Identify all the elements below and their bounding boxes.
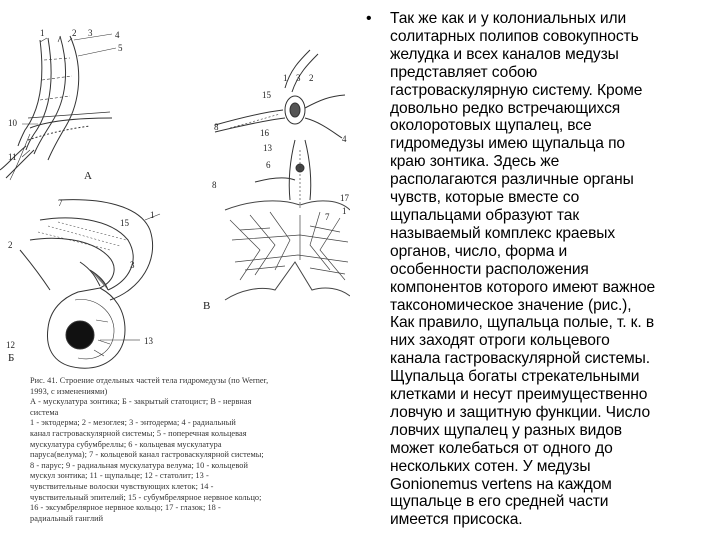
panel-v-label-13: 13: [263, 143, 272, 153]
panel-b-label-13: 13: [144, 336, 153, 346]
body-paragraph: Так же как и у колониальных или солитарн…: [390, 10, 656, 529]
panel-v-label-6: 6: [266, 160, 271, 170]
panel-v-label-4: 4: [342, 134, 347, 144]
panel-b-label-2: 2: [8, 240, 13, 250]
panel-v-label-1: 1: [283, 73, 288, 83]
panel-a-label-11: 11: [8, 152, 17, 162]
panel-a-label-1: 1: [40, 28, 45, 38]
panel-v-bottom-drawing: [224, 200, 350, 301]
panel-a-label-4: 4: [115, 30, 120, 40]
bullet-marker: •: [366, 10, 372, 27]
panel-v-label-15: 15: [262, 90, 271, 100]
panel-v-label-8b: 8: [212, 180, 217, 190]
panel-b-drawing: [19, 199, 154, 369]
panel-v-label-17: 17: [340, 193, 349, 203]
figure-drawing: [0, 33, 350, 369]
caption-line: 16 - эксумбрелярное нервное кольцо; 17 -…: [30, 503, 221, 513]
panel-b-label-15: 15: [120, 218, 129, 228]
caption-line: система: [30, 407, 59, 417]
panel-b-label-12: 12: [6, 340, 15, 350]
panel-v-label-16: 16: [260, 128, 269, 138]
panel-v-label-7: 7: [325, 212, 330, 222]
panel-a-label-2: 2: [72, 28, 77, 38]
panel-v-label-2: 2: [309, 73, 314, 83]
panel-a-label-5: 5: [118, 43, 123, 53]
caption-line: канал гастроваскулярной системы; 5 - поп…: [30, 428, 247, 438]
caption-line: радиальный ганглий: [30, 513, 104, 523]
panel-v-label-8a: 8: [214, 122, 219, 132]
caption-line: Рис. 41. Строение отдельных частей тела …: [30, 376, 269, 385]
panel-v-letter: В: [203, 300, 211, 312]
figure-panel: 1 2 3 4 5 10 11 А 1 3 2 15 16 8 4 13 6 8…: [0, 0, 350, 540]
panel-a-drawing: [0, 35, 113, 181]
panel-b-label-3: 3: [130, 260, 135, 270]
caption-line: мускул зонтика; 11 - щупальце; 12 - стат…: [30, 471, 209, 481]
panel-v-mid-drawing: [254, 139, 312, 210]
panel-a-letter: А: [84, 170, 92, 182]
figure-caption: Рис. 41. Строение отдельных частей тела …: [30, 376, 330, 524]
panel-b-label-7: 7: [58, 198, 63, 208]
caption-line: чувствительные волоски чувствующих клето…: [30, 481, 214, 491]
caption-line: чувствительный эпителий; 15 - субумбреля…: [30, 492, 262, 502]
caption-line: 1993, с изменениями): [30, 386, 108, 396]
panel-b-label-1: 1: [150, 210, 155, 220]
panel-a-label-3: 3: [88, 28, 93, 38]
caption-line: А - мускулатура зонтика; Б - закрытый ст…: [30, 397, 252, 407]
panel-v-top-drawing: [214, 49, 346, 139]
panel-v-label-1b: 1: [342, 206, 347, 216]
panel-v-label-3: 3: [296, 73, 301, 83]
leader-lines: [21, 33, 161, 341]
panel-b-letter: Б: [8, 352, 15, 364]
caption-line: 1 - эктодерма; 2 - мезоглея; 3 - энтодер…: [30, 418, 236, 428]
caption-line: мускулатура субумбреллы; 6 - кольцевая м…: [30, 439, 222, 449]
panel-a-label-10: 10: [8, 118, 17, 128]
caption-line: паруса(велума); 7 - кольцевой канал гаст…: [30, 450, 264, 460]
caption-line: 8 - парус; 9 - радиальная мускулатура ве…: [30, 460, 248, 470]
